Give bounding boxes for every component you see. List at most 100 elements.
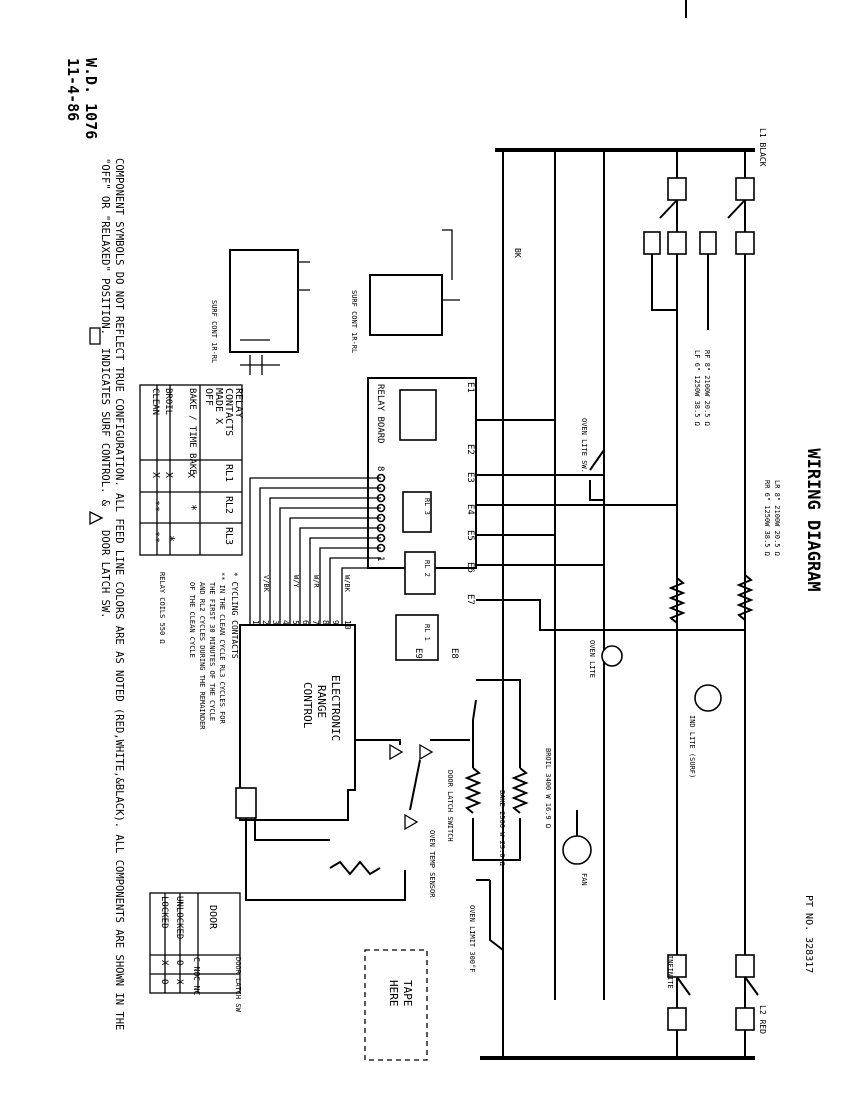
relay-clean-rl1: X (150, 472, 161, 478)
door-locked-nc: O (159, 979, 169, 984)
relay-broil-rl3: * (163, 535, 177, 542)
svg-text:9: 9 (331, 620, 340, 625)
relay-e2: E2 (465, 444, 475, 455)
relay-row-clean: CLEAN (150, 388, 160, 415)
svg-text:2: 2 (261, 620, 270, 625)
surf-cont-2-label: SURF CONT 1R-RL (350, 290, 358, 353)
oven-lite-switch (589, 410, 605, 501)
note-clean-2: THE FIRST 30 MINUTES OF THE CYCLE (208, 582, 216, 721)
wire-wr-label: W/R (312, 575, 320, 588)
relay-board-pin-1: 1 (375, 556, 385, 561)
relay-e4: E4 (465, 504, 475, 515)
relay-table-h3: OFF (203, 388, 214, 406)
oven-lite-icon (601, 645, 623, 667)
note-clean-1: ** IN THE CLEAN CYCLE RL3 CYCLES FOR (218, 572, 226, 725)
fan-label: FAN (580, 873, 588, 886)
note-line-2c: DOOR LATCH SW. (99, 530, 111, 619)
relay-row-broil: BROIL (163, 388, 173, 415)
note-clean-4: OF THE CLEAN CYCLE (188, 582, 196, 658)
door-sub-no: C NO (192, 957, 201, 976)
ind-lite-icon (694, 684, 722, 712)
svg-text:3: 3 (271, 620, 280, 625)
relay-e9: E9 (413, 648, 423, 659)
door-table: DOOR DOOR LATCH SW C NO C NC UNLOCKED LO… (149, 892, 242, 1013)
svg-text:8: 8 (321, 620, 330, 625)
relay-e6: E6 (465, 562, 475, 573)
power-bus: L1 BLACK L2 RED BK (480, 128, 767, 1060)
svg-text:6: 6 (301, 620, 310, 625)
oven-limit-switch (476, 879, 504, 951)
svg-text:4: 4 (281, 620, 290, 625)
bake-element (464, 767, 482, 814)
control-wires (249, 477, 381, 625)
svg-text:5: 5 (291, 620, 300, 625)
door-table-title: DOOR (207, 905, 218, 930)
relay-rl2: RL 2 (423, 560, 431, 577)
tape-here-2: HERE (387, 980, 400, 1007)
surface-element-switches-top (643, 177, 755, 330)
relay-table-title: RELAY (233, 388, 244, 418)
ind-lite-label: IND LITE (SURF) (688, 715, 696, 778)
door-locked-no: X (159, 960, 169, 966)
infinite-label: INFINITE (666, 955, 674, 989)
relay-bake-rl2: * (185, 504, 199, 511)
door-latch-switch: DOOR LATCH SWITCH (355, 739, 470, 842)
element-resistor-1 (736, 574, 754, 621)
relay-col-rl1: RL1 (223, 464, 234, 482)
relay-table-h1: CONTACTS (223, 388, 234, 436)
door-row-locked: LOCKED (159, 896, 169, 929)
relay-broil-rl1: X (163, 472, 174, 478)
tape-here-1: TAPE (401, 980, 414, 1007)
relay-board-connector (376, 473, 386, 553)
relay-e1: E1 (465, 382, 475, 393)
oven-temp-sensor-label: OVEN TEMP SENSOR (428, 830, 436, 898)
relay-bake-rl1: X (185, 472, 196, 478)
door-unlocked-no: O (174, 960, 184, 965)
relay-e5: E5 (465, 530, 475, 541)
oven-lite-sw-label: OVEN LITE SW. (580, 418, 588, 473)
wire-wbk-label: W/BK (343, 575, 351, 593)
relay-table-h2: MADE X (213, 388, 224, 424)
relay-board-label: RELAY BOARD (375, 384, 385, 444)
note-line-1: COMPONENT SYMBOLS DO NOT REFLECT TRUE CO… (113, 158, 125, 1030)
relay-table: RELAY CONTACTS MADE X OFF RL1 RL2 RL3 BA… (139, 384, 244, 556)
relay-col-rl2: RL2 (223, 496, 234, 514)
element-label-rr: RR 6" 1250W 38.5 Ω (763, 480, 771, 556)
erc-line-3: CONTROL (301, 682, 314, 729)
door-unlocked-nc: X (174, 979, 184, 985)
relay-e8: E8 (449, 648, 459, 659)
note-relay-coils: RELAY COILS 550 Ω (158, 572, 166, 644)
relay-rl3: RL 3 (423, 498, 431, 515)
wire-wy-label: W/Y (292, 575, 300, 588)
element-label-lr: LR 8" 2100W 20.5 Ω (773, 480, 781, 556)
door-latch-symbol (89, 510, 104, 526)
wd-date: 11-4-86 (64, 58, 82, 121)
tape-here-box (364, 949, 428, 1061)
surf-control-symbol (89, 327, 101, 345)
door-latch-switch-label: DOOR LATCH SWITCH (446, 770, 454, 842)
broil-element (511, 767, 529, 814)
note-cycling: * CYCLING CONTACTS (230, 572, 239, 659)
oven-temp-sensor (329, 860, 381, 876)
l2-red-label: L2 RED (758, 1005, 767, 1034)
svg-text:1: 1 (251, 620, 260, 625)
diagram-title: WIRING DIAGRAM (803, 448, 823, 591)
surface-control-2: SURF CONT 1R-RL (350, 229, 460, 353)
relay-clean-rl3: ** (150, 531, 161, 543)
surface-element-switches-bottom (667, 954, 759, 1031)
note-line-2b: INDICATES SURF CONTROL. & (99, 348, 111, 507)
bake-label: BAKE 2500 W 23.0 Ω (498, 790, 506, 866)
door-latch-sw-header: DOOR LATCH SW (234, 957, 242, 1013)
door-sub-nc: C NC (192, 976, 201, 995)
l1-black-label: L1 BLACK (758, 128, 767, 167)
wd-number: W.D. 1076 (82, 58, 100, 139)
electronic-range-control: ELECTRONIC RANGE CONTROL (235, 624, 406, 901)
erc-terminal-numbers: 1 2 3 4 5 6 7 8 9 10 (251, 620, 352, 630)
surf-cont-1-label: SURF CONT 1R-RL (210, 300, 218, 363)
fan-icon (562, 835, 592, 865)
erc-line-2: RANGE (315, 685, 328, 718)
door-row-unlocked: UNLOCKED (174, 896, 184, 939)
relay-e7: E7 (465, 594, 475, 605)
